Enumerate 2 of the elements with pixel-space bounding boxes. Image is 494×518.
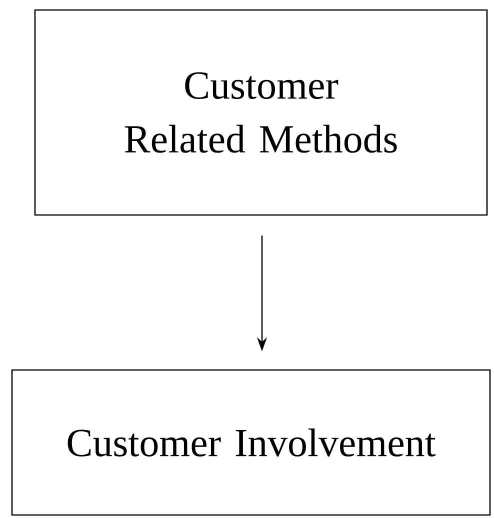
process-box: Customer Related Methods <box>34 9 488 216</box>
process-box: Customer Involvement <box>11 369 491 516</box>
